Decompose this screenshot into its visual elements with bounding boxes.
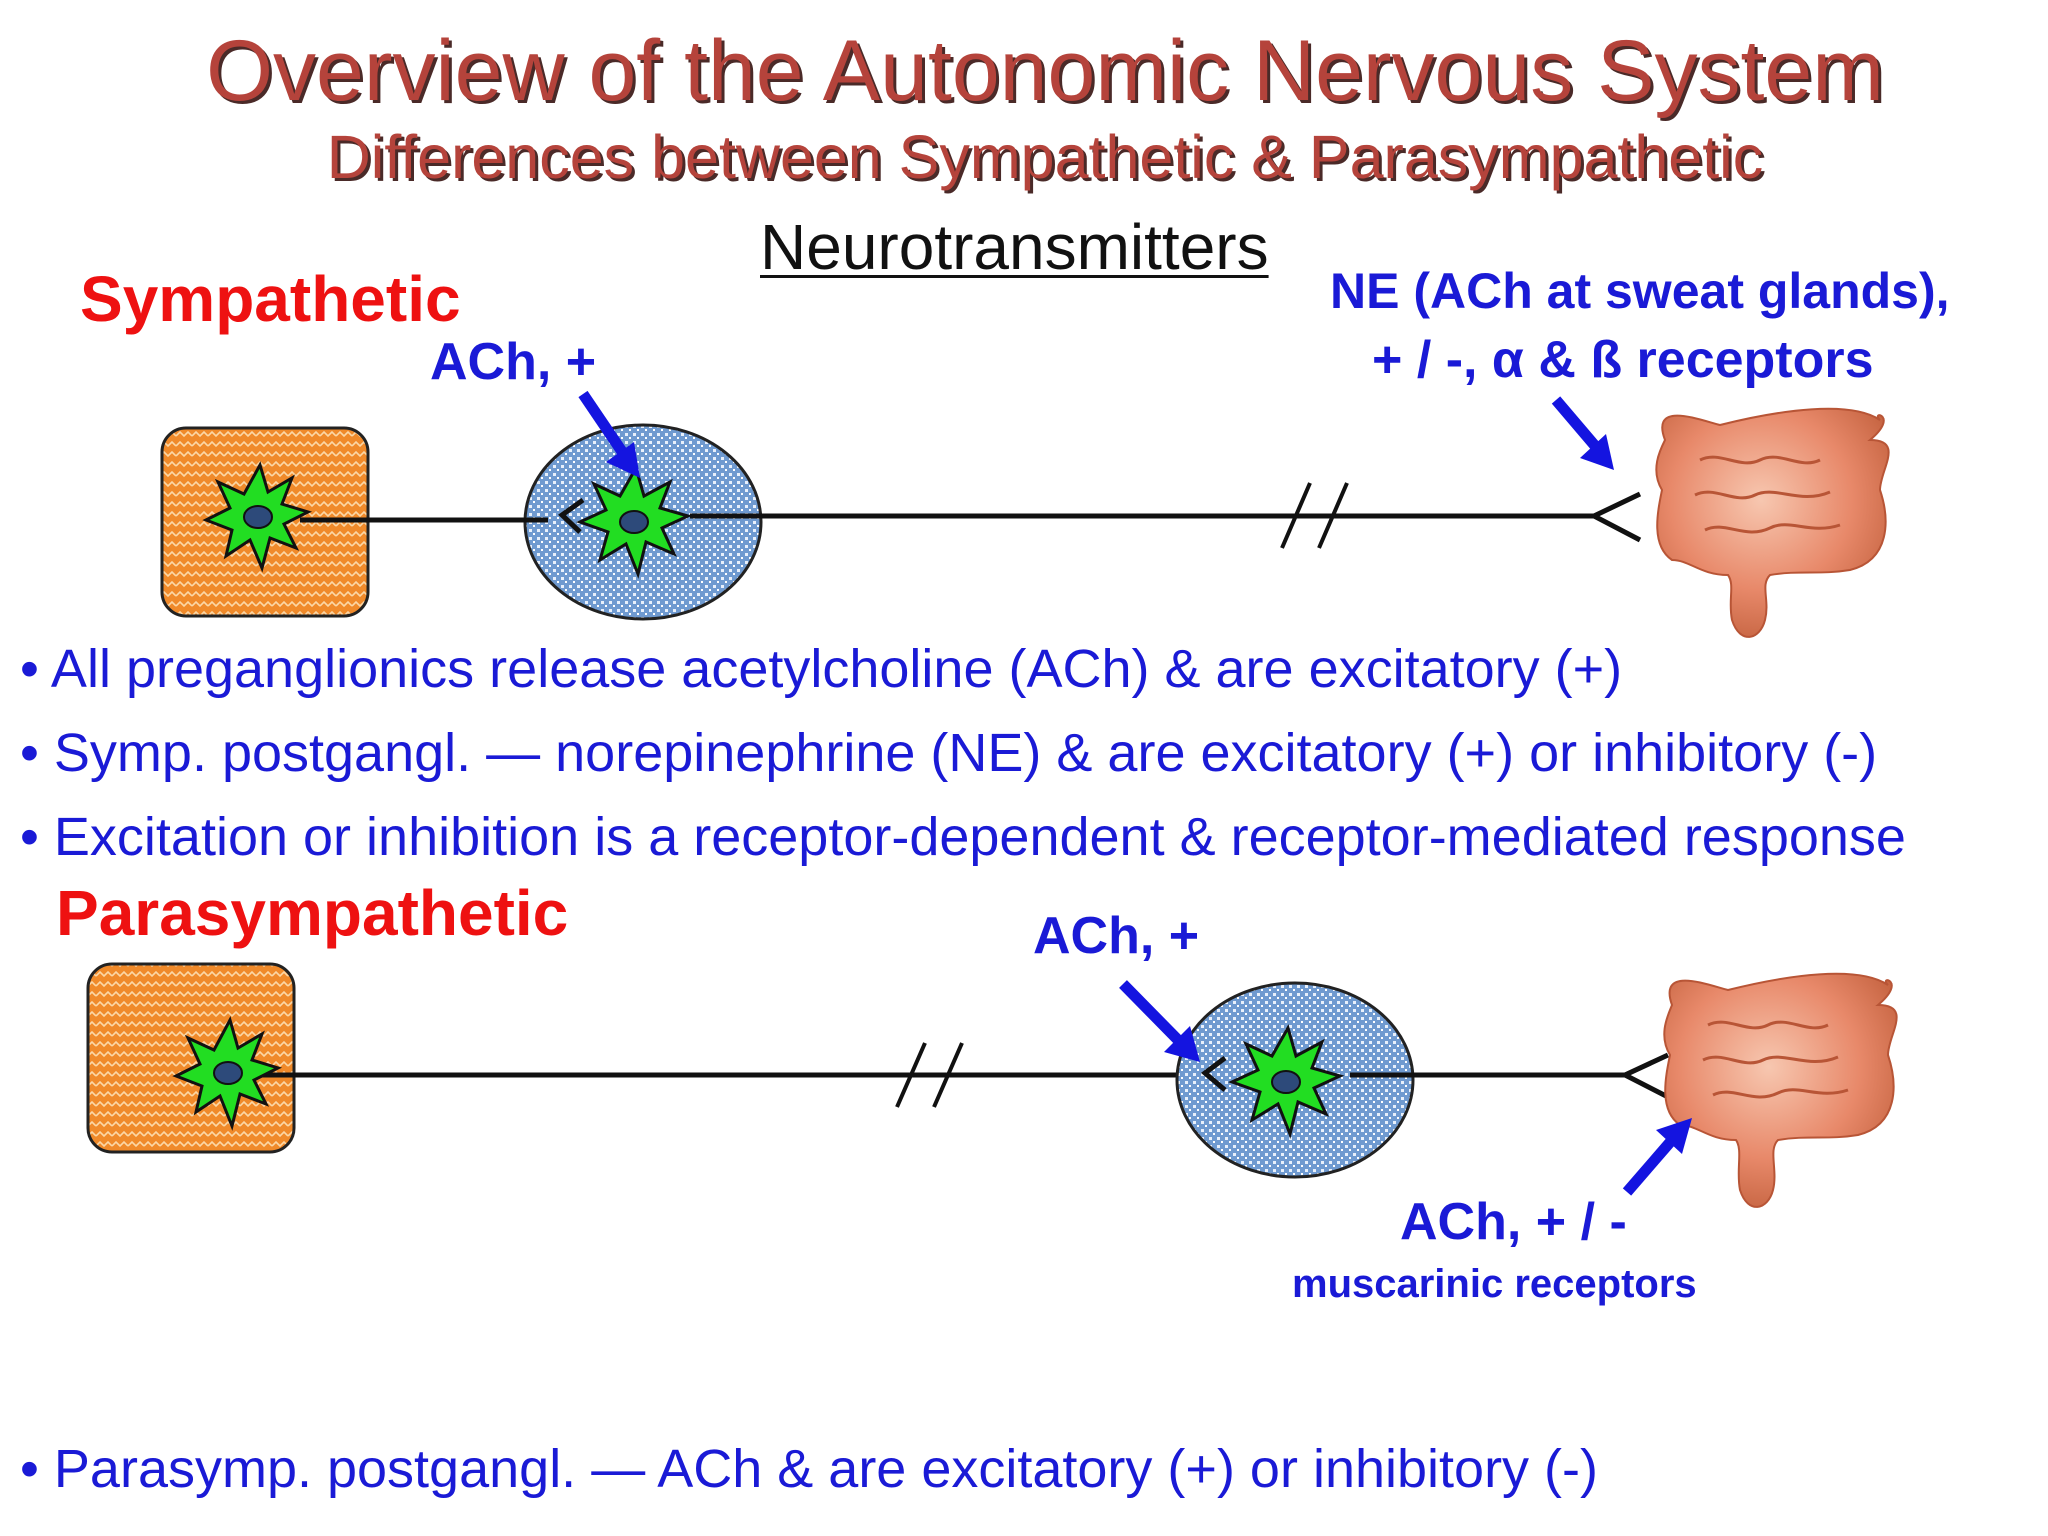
symp-neuron-1-icon — [202, 461, 313, 573]
symp-intestine-icon — [1655, 407, 1890, 638]
bullet-excitation: • Excitation or inhibition is a receptor… — [20, 807, 1906, 867]
page-subtitle: Differences between Sympathetic & Parasy… — [326, 123, 1764, 191]
para-terminal-icon — [1619, 1052, 1670, 1100]
symp-terminal-icon — [1588, 491, 1642, 543]
symp-post-label-1: NE (ACh at sweat glands), — [1330, 263, 1950, 319]
bullet-parasymp-postgangl: • Parasymp. postgangl. — ACh & are excit… — [20, 1439, 1598, 1499]
symp-synapse-icon — [558, 497, 585, 534]
parasympathetic-label: Parasympathetic — [56, 877, 569, 949]
symp-post-arrow-icon — [1551, 396, 1614, 470]
bullet-preganglionics: • All preganglionics release acetylcholi… — [20, 639, 1623, 699]
sympathetic-label: Sympathetic — [80, 263, 461, 335]
para-neuron-2-icon — [1228, 1024, 1345, 1139]
symp-pre-label: ACh, + — [430, 333, 597, 391]
para-pre-label: ACh, + — [1033, 907, 1200, 965]
para-intestine-icon — [1663, 972, 1898, 1208]
para-post-label-2: muscarinic receptors — [1292, 1262, 1697, 1306]
para-post-arrow-icon — [1622, 1118, 1692, 1196]
para-pre-arrow-icon — [1119, 980, 1200, 1062]
para-cns-box — [86, 962, 296, 1154]
symp-pre-arrow-icon — [578, 390, 640, 478]
bullet-symp-postgangl: • Symp. postgangl. — norepinephrine (NE)… — [20, 723, 1878, 783]
page-title: Overview of the Autonomic Nervous System — [206, 23, 1884, 119]
para-break-icon — [895, 1042, 964, 1108]
symp-break-icon — [1280, 482, 1349, 549]
symp-neuron-2-icon — [576, 464, 693, 579]
para-post-label-1: ACh, + / - — [1400, 1193, 1627, 1251]
symp-post-label-2: + / -, α & ß receptors — [1372, 331, 1874, 389]
para-synapse-icon — [1200, 1056, 1227, 1092]
para-neuron-1-icon — [172, 1016, 283, 1131]
section-heading: Neurotransmitters — [760, 211, 1269, 283]
